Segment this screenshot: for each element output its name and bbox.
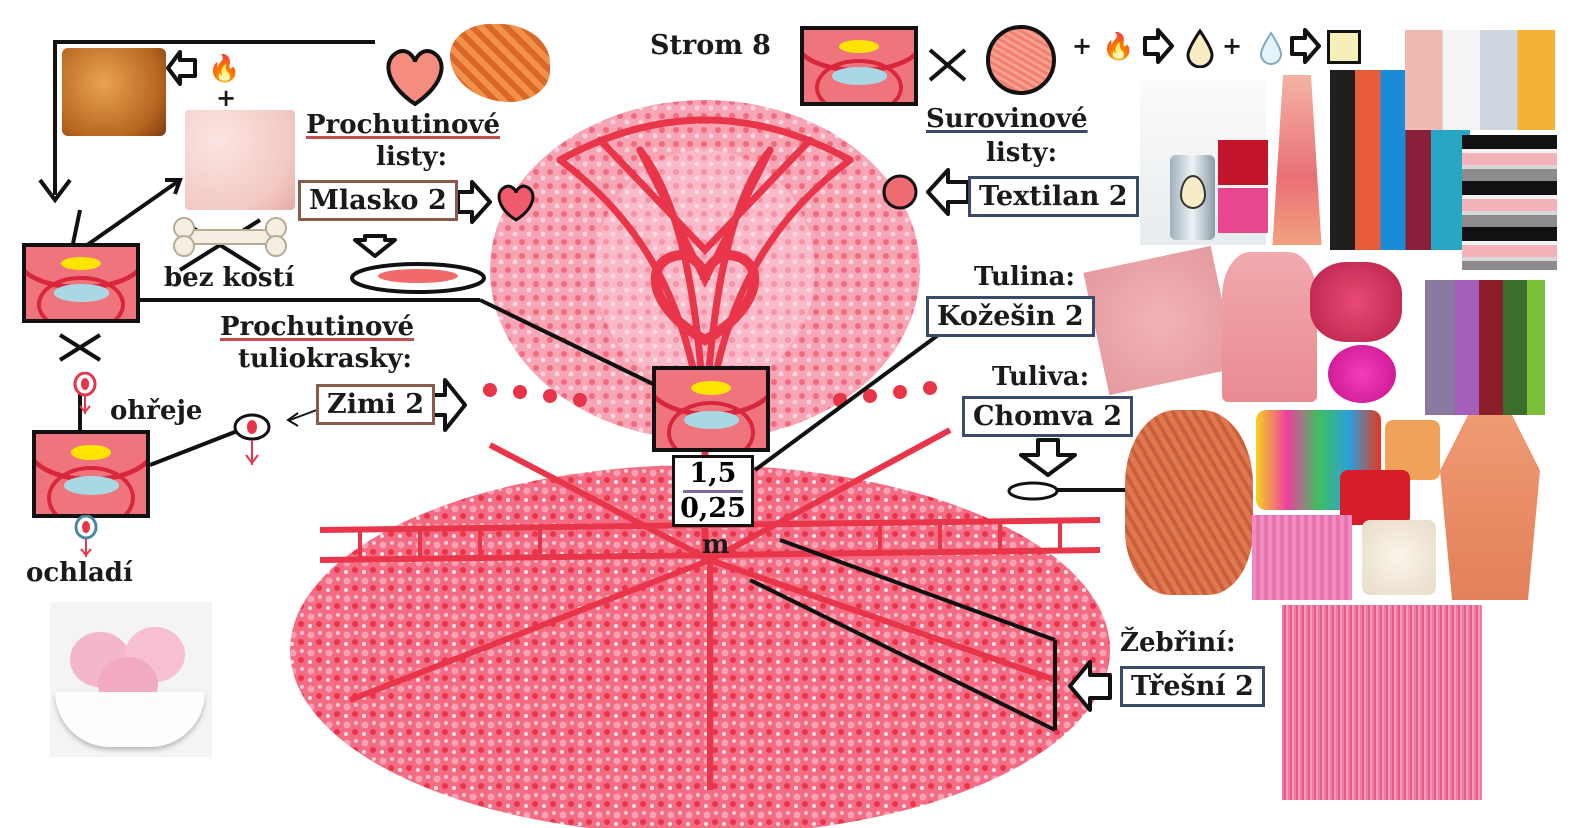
plus-sign: +	[216, 83, 237, 112]
fur-strips-image	[1425, 280, 1545, 415]
heart-icon	[386, 49, 444, 107]
height-value: 1,5	[683, 458, 743, 493]
flower-bud-icon	[233, 413, 271, 465]
bone-icon	[173, 217, 287, 257]
arrow-right-icon	[456, 180, 492, 224]
arrow-left-icon	[1068, 660, 1112, 712]
white-knit-image	[1362, 520, 1436, 595]
shirts-image	[1405, 30, 1555, 130]
flavor-leaves-heading: Prochutinové	[306, 110, 501, 140]
flavor-leaves-subheading: listy:	[376, 142, 448, 172]
kozesin-box: Kožešin 2	[926, 296, 1095, 337]
boneless-label: bez kostí	[164, 263, 295, 293]
fur-stole-image	[1310, 262, 1402, 342]
skirts-image	[1462, 135, 1557, 270]
diagram-title: Strom 8	[650, 30, 771, 61]
roasted-chicken-image	[62, 48, 166, 136]
pink-knit-image	[1252, 515, 1352, 600]
fire-icon: 🔥	[1102, 32, 1135, 62]
flower-bud-icon	[73, 372, 97, 414]
spoon-icon	[1007, 481, 1059, 501]
chomva-box: Chomva 2	[962, 396, 1134, 437]
knit-dress-image	[1440, 415, 1540, 600]
pink-fur-swatch-image	[1083, 245, 1237, 396]
flower-bud-icon	[74, 515, 98, 557]
flavor-flowers-heading: Prochutinové	[220, 312, 415, 342]
arrow-left-icon	[926, 168, 970, 216]
pink-fur-coat-image	[1222, 252, 1317, 402]
cream-square-icon	[1327, 30, 1361, 64]
unit-label: m	[702, 530, 730, 560]
pink-fabric-image	[1218, 188, 1268, 233]
arrow-down-icon	[353, 234, 397, 258]
fire-icon: 🔥	[208, 54, 241, 84]
mini-tree-lower-left	[32, 430, 150, 518]
heart-icon	[497, 184, 535, 222]
tuliva-heading: Tuliva:	[992, 362, 1090, 392]
yarn-skein-image	[1125, 410, 1253, 595]
plate-icon	[350, 262, 486, 294]
flavor-flowers-subheading: tuliokrasky:	[238, 344, 412, 374]
arrow-right-icon	[1143, 28, 1174, 64]
ice-cream-image	[50, 602, 212, 757]
plus-sign: +	[1072, 31, 1093, 60]
measurement-box: 1,5 0,25	[672, 455, 754, 527]
arrow-right-icon	[1290, 28, 1321, 64]
raw-chicken-image	[185, 110, 295, 210]
heats-label: ohřeje	[110, 396, 203, 426]
mini-tree-left	[22, 243, 140, 323]
tresni-box: Třešní 2	[1120, 666, 1265, 707]
arrow-left-icon	[166, 50, 197, 86]
mlasko-box: Mlasko 2	[298, 180, 458, 221]
mini-tree-center	[652, 366, 770, 452]
fur-pompom-image	[1328, 345, 1396, 403]
tree-heart	[650, 249, 760, 346]
droplet-icon	[1186, 28, 1214, 68]
droplet-icon	[1259, 31, 1283, 65]
tulina-heading: Tulina:	[974, 262, 1075, 292]
pink-hair-image	[1282, 605, 1482, 800]
fabric-circle-image	[986, 25, 1056, 95]
circle-icon	[882, 174, 918, 210]
arrow-down-icon	[1019, 438, 1077, 477]
raw-leaves-subheading: listy:	[986, 138, 1058, 168]
radius-value: 0,25	[680, 493, 746, 524]
raw-leaves-heading: Surovinové	[926, 104, 1088, 134]
zimi-box: Zimi 2	[316, 384, 435, 425]
mini-tree-top	[800, 26, 918, 106]
red-fabric-image	[1218, 140, 1268, 185]
zebrini-heading: Žebřiní:	[1120, 628, 1236, 658]
textilan-box: Textilan 2	[968, 176, 1139, 217]
cools-label: ochladí	[26, 558, 133, 588]
plus-sign: +	[1222, 31, 1243, 60]
